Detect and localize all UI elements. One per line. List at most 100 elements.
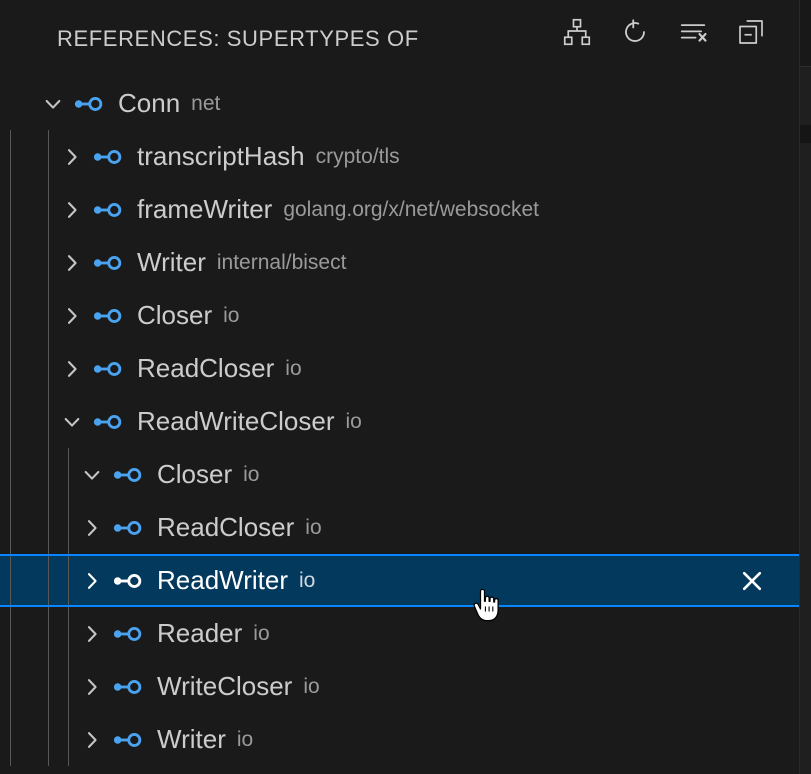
chevron-right-icon[interactable] — [57, 289, 87, 342]
interface-symbol-icon — [111, 448, 145, 501]
tree-row-description: crypto/tls — [315, 144, 400, 168]
tree-row[interactable]: WriteCloser io — [0, 660, 799, 713]
tree-row-description: net — [191, 91, 221, 115]
interface-symbol-icon — [111, 501, 145, 554]
editor-tabbar-sliver — [800, 0, 811, 66]
indent-guide — [10, 607, 11, 660]
chevron-down-icon[interactable] — [57, 395, 87, 448]
tree-row[interactable]: Writer internal/bisect — [0, 236, 799, 289]
tree-row-description: io — [299, 568, 316, 592]
tree-row-description: io — [253, 621, 270, 645]
type-hierarchy-icon[interactable] — [559, 14, 595, 50]
tree-row-label: ReadCloser — [157, 512, 295, 542]
panel-header-actions — [559, 14, 769, 50]
indent-guide — [68, 448, 69, 501]
tree-row-label: Closer — [137, 300, 213, 330]
indent-guide — [68, 607, 69, 660]
indent-guide — [10, 448, 11, 501]
tree-row-label: Closer — [157, 459, 233, 489]
indent-guide — [10, 660, 11, 713]
indent-guide — [68, 660, 69, 713]
indent-guide — [10, 342, 11, 395]
tree-row-label: Writer — [157, 724, 226, 754]
indent-guide — [10, 713, 11, 766]
chevron-right-icon[interactable] — [77, 660, 107, 713]
indent-guide — [68, 556, 69, 605]
editor-tabbar-rule — [800, 66, 811, 67]
interface-symbol-icon — [91, 183, 125, 236]
chevron-right-icon[interactable] — [57, 236, 87, 289]
tree-row-label: ReadWriter — [157, 565, 289, 595]
tree-row[interactable]: transcriptHash crypto/tls — [0, 130, 799, 183]
indent-guide — [10, 501, 11, 554]
indent-guide — [10, 130, 11, 183]
tree-row-description: golang.org/x/net/websocket — [283, 197, 539, 221]
tree-row-label: Writer — [137, 247, 206, 277]
chevron-down-icon[interactable] — [77, 448, 107, 501]
tree-row-description: io — [303, 674, 320, 698]
close-icon[interactable] — [735, 556, 769, 605]
collapse-all-icon[interactable] — [733, 14, 769, 50]
tree-row-description: io — [305, 515, 322, 539]
tree-row-label: Reader — [157, 618, 243, 648]
indent-guide — [10, 289, 11, 342]
chevron-right-icon[interactable] — [57, 342, 87, 395]
chevron-right-icon[interactable] — [57, 130, 87, 183]
indent-guide — [48, 289, 49, 342]
tree-row-label: Conn — [118, 88, 181, 118]
tree-row-description: io — [285, 356, 302, 380]
tree-row-description: io — [236, 727, 254, 751]
tree-row[interactable]: Writer io — [0, 713, 799, 766]
tree-row[interactable]: ReadCloser io — [0, 501, 799, 554]
interface-symbol-icon — [111, 713, 145, 766]
interface-symbol-icon — [72, 77, 106, 130]
interface-symbol-icon — [91, 236, 125, 289]
chevron-right-icon[interactable] — [57, 183, 87, 236]
tree-row-label: ReadWriteCloser — [137, 406, 335, 436]
indent-guide — [48, 130, 49, 183]
tree-row-label: transcriptHash — [137, 141, 305, 171]
page-title: REFERENCES: SUPERTYPES OF — [57, 25, 419, 51]
indent-guide — [48, 448, 49, 501]
editor-area-sliver — [800, 0, 811, 774]
interface-symbol-icon — [111, 554, 145, 607]
tree-row[interactable]: Reader io — [0, 607, 799, 660]
interface-symbol-icon — [111, 660, 145, 713]
editor-content-band — [800, 125, 811, 143]
interface-symbol-icon — [91, 130, 125, 183]
chevron-right-icon[interactable] — [77, 554, 107, 607]
indent-guide — [48, 556, 49, 605]
indent-guide — [10, 556, 11, 605]
indent-guide — [10, 236, 11, 289]
indent-guide — [68, 501, 69, 554]
interface-symbol-icon — [111, 607, 145, 660]
chevron-right-icon[interactable] — [77, 501, 107, 554]
refresh-icon[interactable] — [617, 14, 653, 50]
panel-header: REFERENCES: SUPERTYPES OF — [0, 0, 799, 77]
indent-guide — [48, 501, 49, 554]
indent-guide — [10, 395, 11, 448]
tree-row-description: internal/bisect — [216, 250, 347, 274]
indent-guide — [48, 660, 49, 713]
indent-guide — [48, 395, 49, 448]
interface-symbol-icon — [91, 289, 125, 342]
tree-row[interactable]: ReadWriter io — [0, 554, 799, 607]
indent-guide — [48, 236, 49, 289]
tree-row-label: WriteCloser — [157, 671, 293, 701]
indent-guide — [68, 713, 69, 766]
chevron-right-icon[interactable] — [77, 713, 107, 766]
chevron-down-icon[interactable] — [38, 77, 68, 130]
clear-all-icon[interactable] — [675, 14, 711, 50]
indent-guide — [48, 183, 49, 236]
interface-symbol-icon — [91, 342, 125, 395]
chevron-right-icon[interactable] — [77, 607, 107, 660]
